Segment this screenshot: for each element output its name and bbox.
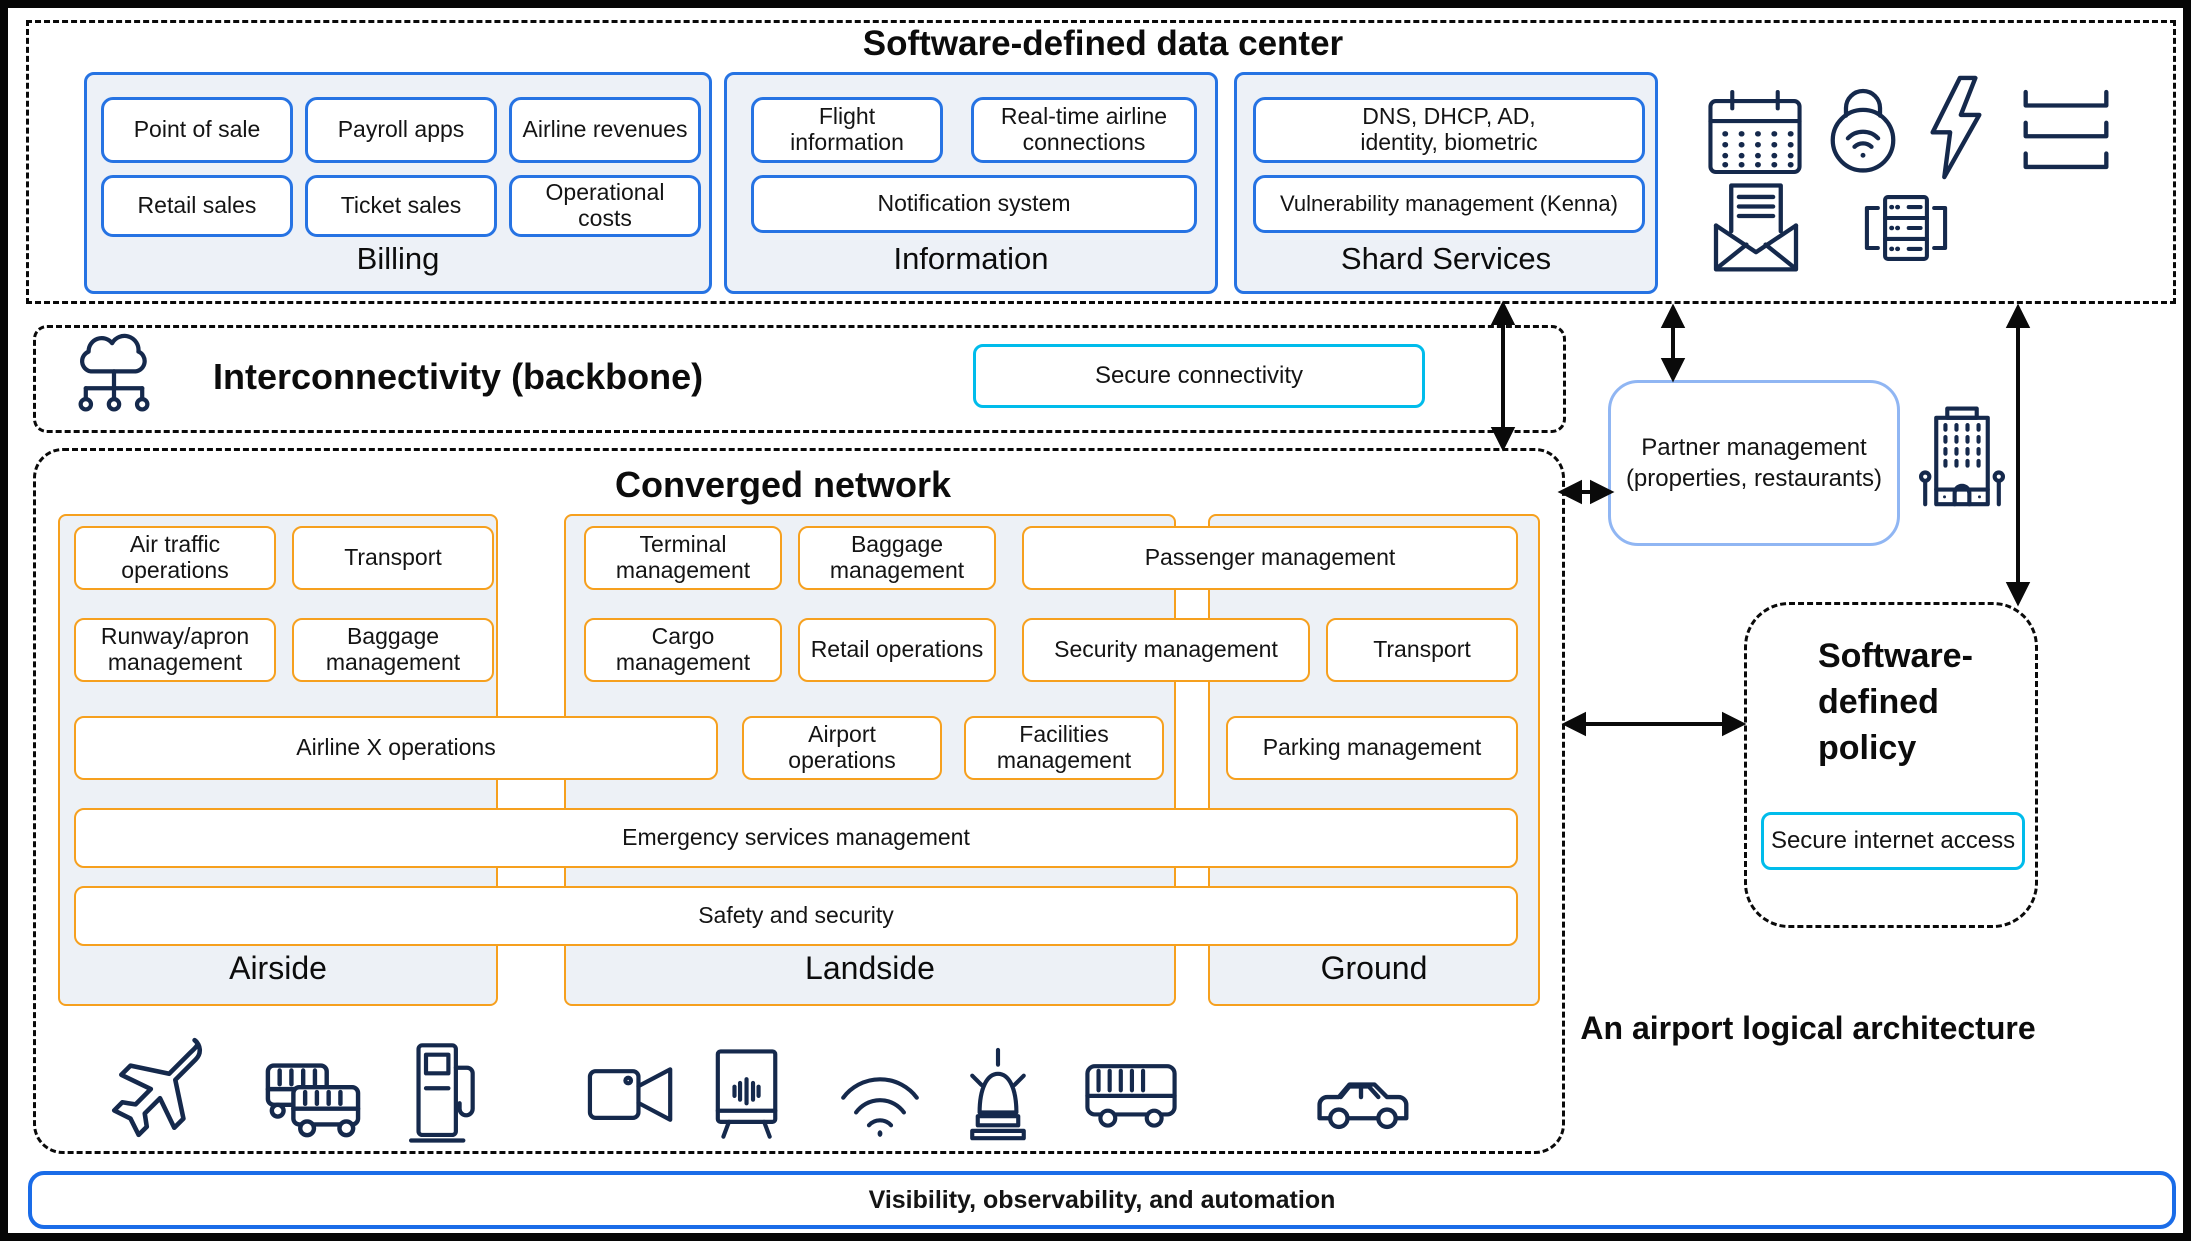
billing-section: Point of sale Payroll apps Airline reven… <box>84 72 712 294</box>
shard-item-dns-line1: DNS, DHCP, AD, <box>1362 103 1536 130</box>
interconnectivity-title: Interconnectivity (backbone) <box>213 356 704 397</box>
interconnectivity-container <box>33 325 1566 433</box>
billing-item-ticket-sales: Ticket sales <box>305 175 497 237</box>
hotel-building-icon <box>1916 398 2008 524</box>
box-airport-operations: Airport operations <box>742 716 942 780</box>
cloud-network-icon <box>60 330 168 424</box>
power-icon <box>1921 72 1989 184</box>
video-camera-icon <box>584 1060 678 1130</box>
information-item-realtime-airline: Real-time airline connections <box>971 97 1197 163</box>
information-item-notification-system: Notification system <box>751 175 1197 233</box>
secure-connectivity-box: Secure connectivity <box>973 344 1425 408</box>
box-transport-airside: Transport <box>292 526 494 590</box>
car-icon <box>1308 1064 1414 1132</box>
box-baggage-management-airside: Baggage management <box>292 618 494 682</box>
box-air-traffic-operations: Air traffic operations <box>74 526 276 590</box>
airside-label: Airside <box>229 950 327 986</box>
shard-services-section: DNS, DHCP, AD, identity, biometric Vulne… <box>1234 72 1658 294</box>
policy-container <box>1744 602 2038 928</box>
shard-item-dns-dhcp: DNS, DHCP, AD, identity, biometric <box>1253 97 1645 163</box>
billing-item-payroll-apps: Payroll apps <box>305 97 497 163</box>
diagram-caption: An airport logical architecture <box>1580 1010 2036 1046</box>
box-terminal-management: Terminal management <box>584 526 782 590</box>
shuttle-buses-icon <box>258 1046 366 1144</box>
billing-item-operational-costs: Operational costs <box>509 175 701 237</box>
policy-title: Software-defined policy <box>1818 637 1973 767</box>
billing-item-retail-sales: Retail sales <box>101 175 293 237</box>
email-icon <box>1708 176 1804 276</box>
landside-label: Landside <box>805 950 935 986</box>
partner-management-line1: Partner management <box>1641 433 1867 461</box>
wifi-icon <box>834 1058 926 1142</box>
bus-icon <box>1080 1056 1182 1132</box>
box-security-management: Security management <box>1022 618 1310 682</box>
information-label: Information <box>893 241 1049 276</box>
visibility-footer-bar: Visibility, observability, and automatio… <box>28 1171 2176 1229</box>
box-passenger-management: Passenger management <box>1022 526 1518 590</box>
information-item-flight-information: Flight information <box>751 97 943 163</box>
server-rack-icon <box>1856 190 1956 266</box>
layers-icon <box>2018 84 2114 176</box>
billing-label: Billing <box>356 241 440 276</box>
box-airline-x-operations: Airline X operations <box>74 716 718 780</box>
calendar-icon <box>1705 86 1805 178</box>
ground-label: Ground <box>1320 950 1428 986</box>
kiosk-icon <box>703 1044 791 1146</box>
secure-internet-access-box: Secure internet access <box>1761 812 2025 870</box>
box-cargo-management: Cargo management <box>584 618 782 682</box>
data-center-title: Software-defined data center <box>862 24 1344 63</box>
partner-management-box: Partner management (properties, restaura… <box>1608 380 1900 546</box>
converged-network-container <box>33 448 1565 1154</box>
box-facilities-management: Facilities management <box>964 716 1164 780</box>
billing-item-airline-revenues: Airline revenues <box>509 97 701 163</box>
secure-wireless-icon <box>1824 74 1902 178</box>
box-retail-operations: Retail operations <box>798 618 996 682</box>
shard-item-dns-line2: identity, biometric <box>1360 129 1538 155</box>
shard-services-label: Shard Services <box>1340 241 1552 276</box>
billing-item-point-of-sale: Point of sale <box>101 97 293 163</box>
data-center-container <box>26 20 2176 304</box>
siren-icon <box>952 1044 1044 1146</box>
box-emergency-services-management: Emergency services management <box>74 808 1518 868</box>
information-section: Flight information Real-time airline con… <box>724 72 1218 294</box>
shard-item-vulnerability-management: Vulnerability management (Kenna) <box>1253 175 1645 233</box>
box-transport-ground: Transport <box>1326 618 1518 682</box>
converged-network-title: Converged network <box>614 464 952 505</box>
box-runway-apron-management: Runway/apron management <box>74 618 276 682</box>
fuel-pump-icon <box>398 1034 482 1150</box>
airplane-icon <box>103 1030 215 1142</box>
box-parking-management: Parking management <box>1226 716 1518 780</box>
box-baggage-management-landside: Baggage management <box>798 526 996 590</box>
box-safety-and-security: Safety and security <box>74 886 1518 946</box>
partner-management-line2: (properties, restaurants) <box>1625 465 1883 492</box>
